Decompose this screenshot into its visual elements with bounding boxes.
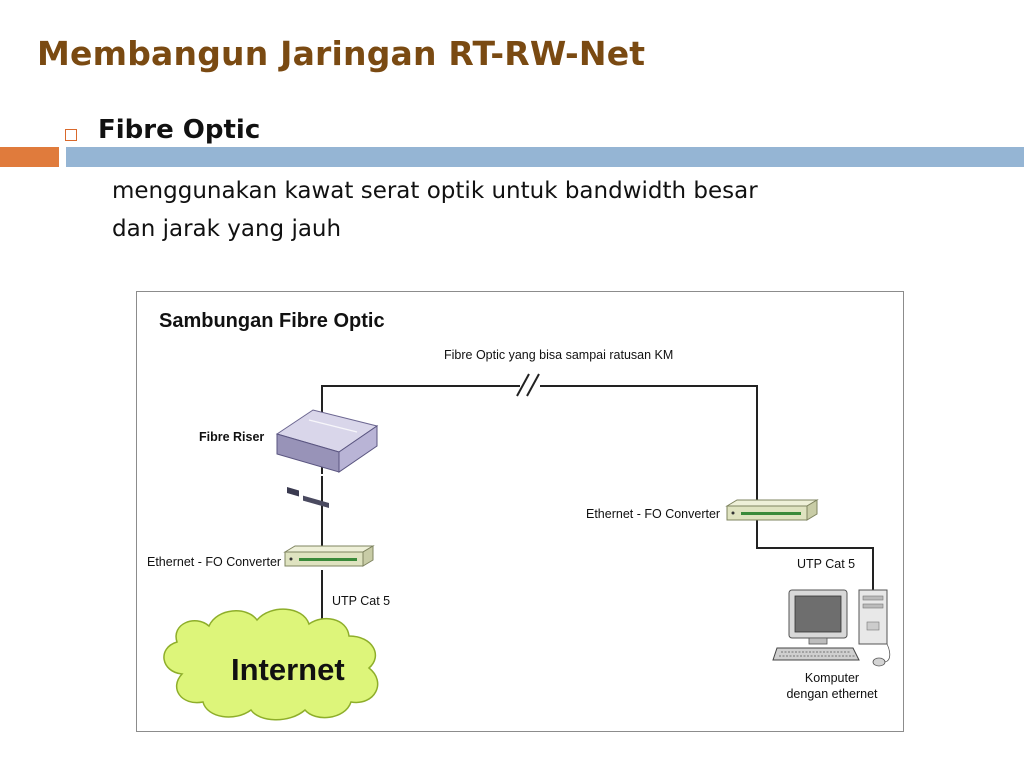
bullet-square-icon — [65, 129, 77, 141]
diagram-title: Sambungan Fibre Optic — [159, 310, 385, 332]
computer-device — [772, 589, 891, 667]
slide-title: Membangun Jaringan RT-RW-Net — [37, 34, 646, 73]
body-text-line-1: menggunakan kawat serat optik untuk band… — [112, 178, 758, 204]
body-text: menggunakan kawat serat optik untuk band… — [112, 172, 972, 248]
bullet-heading: Fibre Optic — [98, 115, 261, 145]
fibre-optic-diagram: Sambungan Fibre Optic Fibre Optic yang b… — [136, 291, 904, 732]
utp-line-right — [756, 520, 874, 590]
converter-left-device — [283, 545, 375, 567]
computer-label-line-1: Komputer — [804, 671, 860, 685]
utp-right-label: UTP Cat 5 — [797, 557, 856, 571]
converter-right-label: Ethernet - FO Converter — [586, 507, 721, 521]
converter-left-label: Ethernet - FO Converter — [147, 555, 282, 569]
fibre-link-label: Fibre Optic yang bisa sampai ratusan KM — [444, 348, 674, 362]
diagram-drawing — [163, 373, 891, 721]
fibre-riser-label: Fibre Riser — [199, 430, 265, 444]
fibre-break-mark-1 — [516, 373, 530, 397]
internet-label: Internet — [231, 652, 345, 687]
accent-bar-orange — [0, 147, 59, 167]
fibre-break-mark-2 — [526, 373, 540, 397]
computer-label: Komputer dengan ethernet — [777, 670, 887, 702]
utp-left-label: UTP Cat 5 — [332, 594, 391, 608]
converter-right-device — [725, 499, 819, 521]
computer-label-line-2: dengan ethernet — [786, 687, 878, 701]
fibre-line-right — [540, 385, 758, 502]
internet-cloud — [163, 608, 379, 721]
fibre-riser-device — [275, 409, 379, 509]
body-text-line-2: dan jarak yang jauh — [112, 216, 342, 242]
accent-bar-blue — [66, 147, 1024, 167]
